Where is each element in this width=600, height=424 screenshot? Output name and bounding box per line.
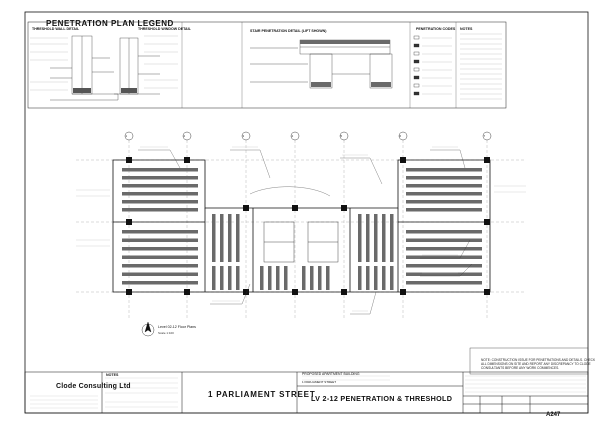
company-logo: Clode Consulting Ltd: [56, 383, 131, 390]
north-arrow-icon: [141, 321, 155, 337]
slab-strip: [122, 281, 198, 285]
grid-label-1: 1: [125, 133, 128, 138]
slab-strip: [366, 214, 370, 262]
grid-label-2: 2: [183, 133, 186, 138]
slab-strip: [236, 266, 240, 290]
grid-label-4: 4: [291, 133, 294, 138]
slab-strip: [390, 266, 394, 290]
legend-section-notes: NOTES: [460, 27, 473, 31]
slab-strip: [268, 266, 272, 290]
title-notes-heading: NOTES: [106, 373, 119, 377]
project-address: 1 PARLIAMENT STREET: [302, 380, 337, 384]
slab-strip: [122, 200, 198, 204]
slab-strip: [220, 266, 224, 290]
drawing-sheet: PENETRATION PLAN LEGEND THRESHOLD WALL D…: [10, 8, 595, 418]
slab-strip: [122, 255, 198, 259]
slab-strip: [406, 200, 482, 204]
slab-strip: [284, 266, 288, 290]
slab-strip: [406, 255, 482, 259]
slab-strip: [374, 214, 378, 262]
slab-strip: [358, 266, 362, 290]
drawing-title: LV 2-12 PENETRATION & THRESHOLD: [311, 394, 453, 403]
slab-strip: [406, 176, 482, 180]
legend-section-window: THRESHOLD WINDOW DETAIL: [138, 27, 191, 31]
slab-strip: [220, 214, 224, 262]
slab-strip: [276, 266, 280, 290]
slab-strip: [228, 214, 232, 262]
slab-strip: [382, 214, 386, 262]
plan-scale: Scale 1:100: [158, 331, 174, 335]
columns: [126, 157, 490, 295]
slab-strip: [122, 272, 198, 276]
slab-strip: [366, 266, 370, 290]
slab-strip: [318, 266, 322, 290]
slab-strip: [390, 214, 394, 262]
slab-strip: [310, 266, 314, 290]
slab-strip: [406, 247, 482, 251]
slab-strip: [406, 208, 482, 212]
legend-section-codes: PENETRATION CODES: [416, 27, 456, 31]
drawing-number: A247: [546, 412, 561, 418]
slab-strip: [122, 264, 198, 268]
slab-strip: [406, 281, 482, 285]
sheet-linework: [24, 11, 589, 414]
slab-strip: [406, 272, 482, 276]
slab-strip: [122, 176, 198, 180]
slab-strip: [212, 214, 216, 262]
slab-strip: [358, 214, 362, 262]
slab-strip: [122, 247, 198, 251]
grid-label-5: 5: [340, 133, 343, 138]
slab-strip: [302, 266, 306, 290]
slab-strip: [212, 266, 216, 290]
slab-strip: [406, 192, 482, 196]
project-name: PROPOSED APARTMENT BUILDING: [302, 372, 360, 376]
slab-strip: [236, 214, 240, 262]
legend-title: PENETRATION PLAN LEGEND: [46, 19, 174, 28]
legend-panel: [27, 21, 507, 109]
floor-plan: [112, 159, 491, 293]
grid-label-3: 3: [242, 133, 245, 138]
slab-strip: [122, 238, 198, 242]
slab-strip: [122, 168, 198, 172]
slab-strip: [406, 184, 482, 188]
plan-caption: Level 02-12 Floor Plans: [158, 325, 196, 329]
slab-strip: [406, 238, 482, 242]
slab-strip: [406, 168, 482, 172]
slab-strip: [260, 266, 264, 290]
slab-strip: [122, 184, 198, 188]
core: [263, 221, 339, 263]
site-address: 1 PARLIAMENT STREET: [208, 390, 316, 399]
slab-strip: [406, 264, 482, 268]
grid-label-7: 7: [483, 133, 486, 138]
slab-strip: [122, 230, 198, 234]
slab-strip: [122, 192, 198, 196]
grid-bubbles: [124, 131, 492, 141]
slab-strip: [122, 208, 198, 212]
slab-strip: [406, 230, 482, 234]
slab-strip: [228, 266, 232, 290]
construction-note: NOTE: CONSTRUCTION ISSUE FOR PENETRATION…: [481, 358, 596, 370]
slab-strip: [374, 266, 378, 290]
legend-section-wall: THRESHOLD WALL DETAIL: [32, 27, 80, 31]
legend-section-stair: STAIR PENETRATION DETAIL (LIFT SHOWN): [250, 29, 327, 33]
title-block: [24, 371, 589, 414]
slab-strip: [382, 266, 386, 290]
grid-label-6: 6: [399, 133, 402, 138]
slab-strip: [326, 266, 330, 290]
